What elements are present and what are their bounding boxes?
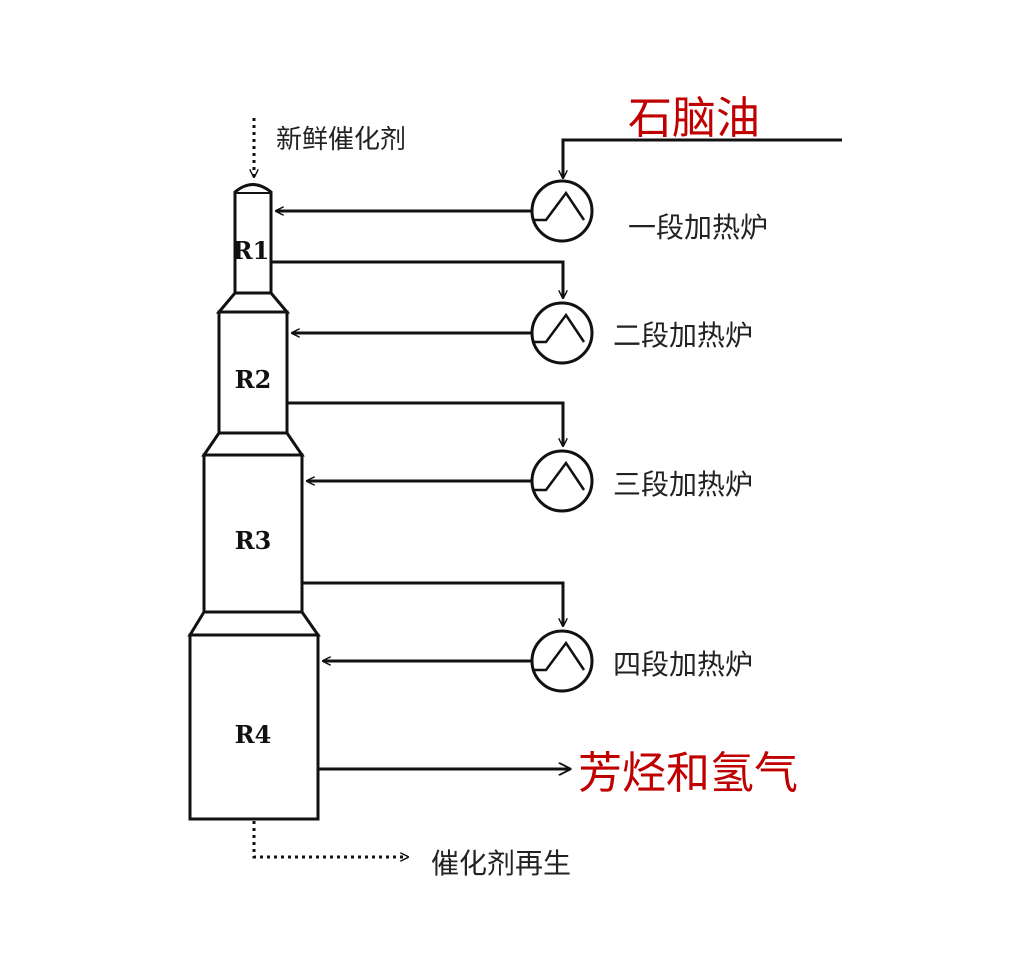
reactor-r4-body <box>188 633 320 821</box>
reactor-r1-body <box>233 183 273 295</box>
reactor-r4-label: R4 <box>235 720 272 749</box>
heater-1 <box>530 179 594 243</box>
reactor-r2-label: R2 <box>235 365 272 394</box>
heater-2-coil-icon <box>534 312 586 344</box>
reactor-r2-body <box>217 310 289 435</box>
heater-4-label: 四段加热炉 <box>613 648 753 681</box>
catalyst-regen-line <box>252 821 408 857</box>
heater-4 <box>530 629 594 693</box>
fresh-catalyst-label: 新鲜催化剂 <box>276 125 406 155</box>
heater-2-symbol <box>530 301 594 365</box>
reactor-r1-label: R1 <box>233 236 270 265</box>
heater-1-symbol <box>530 179 594 243</box>
catalyst-regen-label: 催化剂再生 <box>431 847 571 880</box>
heater-2-label: 二段加热炉 <box>613 319 753 352</box>
reactor-r3-r4-transition <box>187 611 321 637</box>
r1-outlet-to-heater-2 <box>271 260 563 298</box>
heater-3-label: 三段加热炉 <box>613 468 753 501</box>
heater-3 <box>530 449 594 513</box>
reactor-r3-body <box>202 453 304 614</box>
feed-label: 石脑油 <box>628 93 760 144</box>
heater-1-label: 一段加热炉 <box>628 211 768 244</box>
heater-1-coil-icon <box>534 190 586 222</box>
r2-outlet-to-heater-3 <box>287 401 563 446</box>
reactor-r2-r3-transition <box>201 432 305 457</box>
reactor-column <box>187 183 321 821</box>
heater-3-coil-icon <box>534 460 586 492</box>
heater-4-coil-icon <box>534 640 586 672</box>
heater-4-symbol <box>530 629 594 693</box>
reactor-r3-label: R3 <box>235 526 272 555</box>
heater-2 <box>530 301 594 365</box>
r3-outlet-to-heater-4 <box>302 581 563 626</box>
reactor-r1-r2-transition <box>215 292 291 314</box>
heater-3-symbol <box>530 449 594 513</box>
feed-line <box>563 138 842 178</box>
product-label: 芳烃和氢气 <box>578 748 798 799</box>
